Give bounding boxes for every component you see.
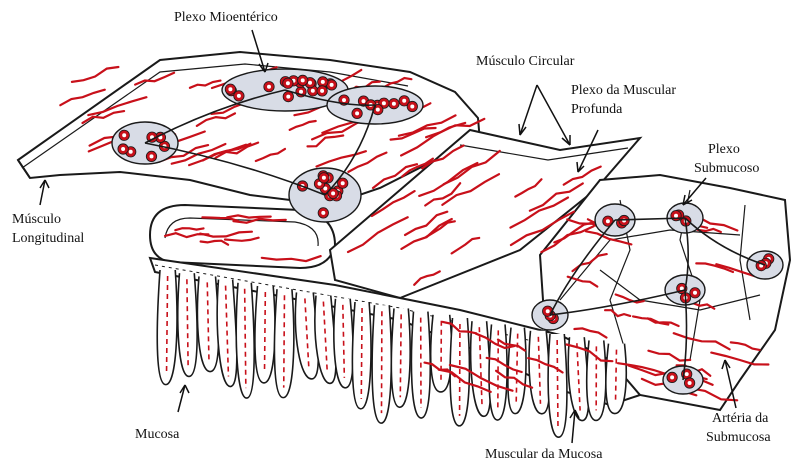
neuron-nucleus [228, 87, 232, 91]
label-arteria-submucosa-line2: Submucosa [706, 429, 771, 446]
neuron-nucleus [321, 80, 325, 84]
neuron-nucleus [321, 211, 325, 215]
label-musculo-circular: Músculo Circular [476, 53, 574, 70]
neuron-nucleus [331, 191, 335, 195]
label-mucosa: Mucosa [135, 426, 179, 443]
neuron-nucleus [546, 309, 550, 313]
neuron-nucleus [342, 98, 346, 102]
label-musculo-longitudinal-line1: Músculo [12, 211, 61, 228]
villus [197, 276, 218, 371]
label-plexo-mioenterico: Plexo Mioentérico [174, 9, 278, 26]
neuron-nucleus [330, 83, 334, 87]
label-arteria-submucosa-line1: Artéria da [712, 410, 768, 427]
neuron-nucleus [341, 181, 345, 185]
neuron-nucleus [311, 89, 315, 93]
label-muscular-da-mucosa: Muscular da Mucosa [485, 446, 602, 463]
neuron-nucleus [299, 90, 303, 94]
label-musculo-longitudinal-line2: Longitudinal [12, 230, 84, 247]
neuron-nucleus [382, 101, 386, 105]
neuron-nucleus [685, 372, 689, 376]
neuron-nucleus [122, 133, 126, 137]
label-plexo-submucoso-line1: Plexo [708, 141, 740, 158]
neuron-nucleus [267, 85, 271, 89]
neuron-nucleus [674, 214, 678, 218]
neuron-nucleus [376, 108, 380, 112]
neuron-nucleus [606, 219, 610, 223]
neuron-nucleus [362, 99, 366, 103]
neuron-nucleus [237, 94, 241, 98]
neuron-nucleus [286, 95, 290, 99]
label-plexo-muscular-profunda-line2: Profunda [571, 101, 622, 118]
neuron-nucleus [693, 291, 697, 295]
neuron-nucleus [286, 81, 290, 85]
neuron-nucleus [670, 375, 674, 379]
label-plexo-submucoso-line2: Submucoso [694, 160, 759, 177]
neuron-nucleus [688, 381, 692, 385]
neuron-nucleus [320, 89, 324, 93]
neuron-nucleus [301, 78, 305, 82]
vessel-segment [72, 67, 119, 82]
label-plexo-muscular-profunda-line1: Plexo da Muscular [571, 82, 676, 99]
villus [529, 331, 550, 414]
villus [431, 315, 452, 392]
neuron-nucleus [150, 154, 154, 158]
neuron-nucleus [121, 147, 125, 151]
villus [391, 308, 410, 407]
neuron-nucleus [129, 150, 133, 154]
neuron-nucleus [355, 111, 359, 115]
neuron-nucleus [402, 99, 406, 103]
neuron-nucleus [392, 102, 396, 106]
neuron-nucleus [322, 176, 326, 180]
neuron-nucleus [410, 105, 414, 109]
neuron-nucleus [308, 81, 312, 85]
